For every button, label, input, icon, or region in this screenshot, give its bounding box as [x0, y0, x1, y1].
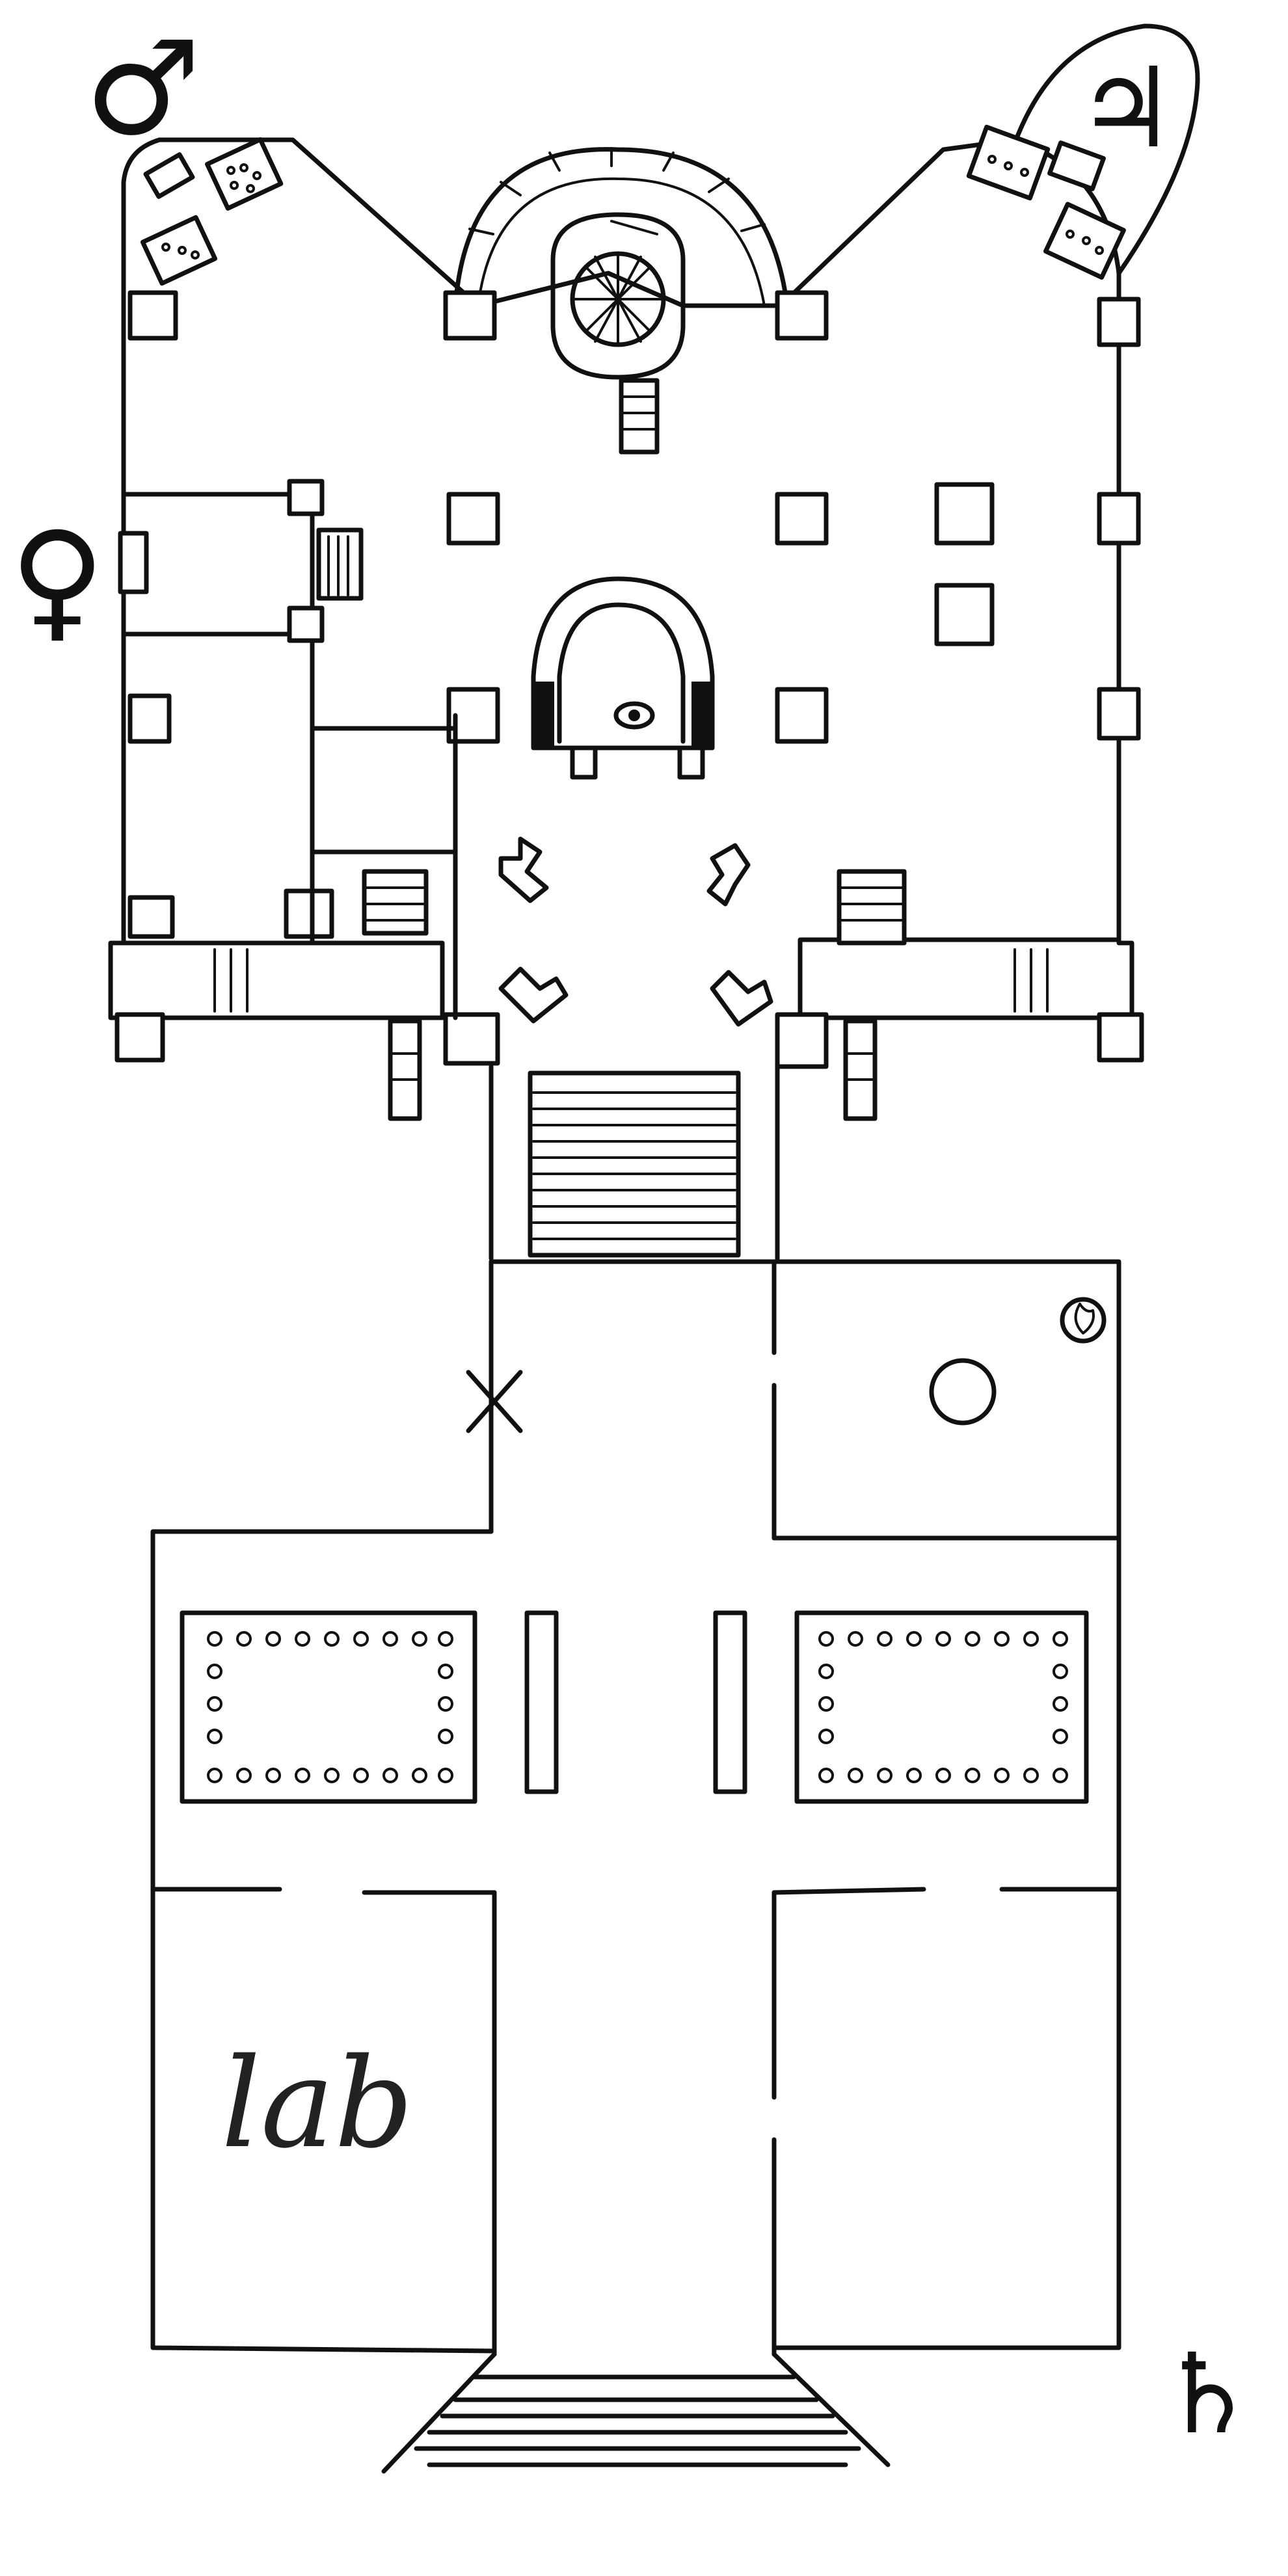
- saturn-symbol: ♄: [1158, 2330, 1257, 2459]
- left-slab-dots: [207, 1631, 453, 1783]
- mars-symbol: ♂: [85, 13, 201, 165]
- lab-room-label: lab: [221, 2032, 414, 2175]
- trap-marker: [466, 1370, 523, 1433]
- right-slab-dots: [818, 1631, 1068, 1783]
- pillars: [114, 290, 1144, 1069]
- venus-symbol: ♀: [10, 504, 105, 656]
- jupiter-symbol: ♃: [1077, 44, 1175, 173]
- upper-hall: [108, 23, 1200, 1121]
- grand-stair: [489, 1064, 780, 1261]
- lower-cross-hall: [150, 1259, 1121, 2474]
